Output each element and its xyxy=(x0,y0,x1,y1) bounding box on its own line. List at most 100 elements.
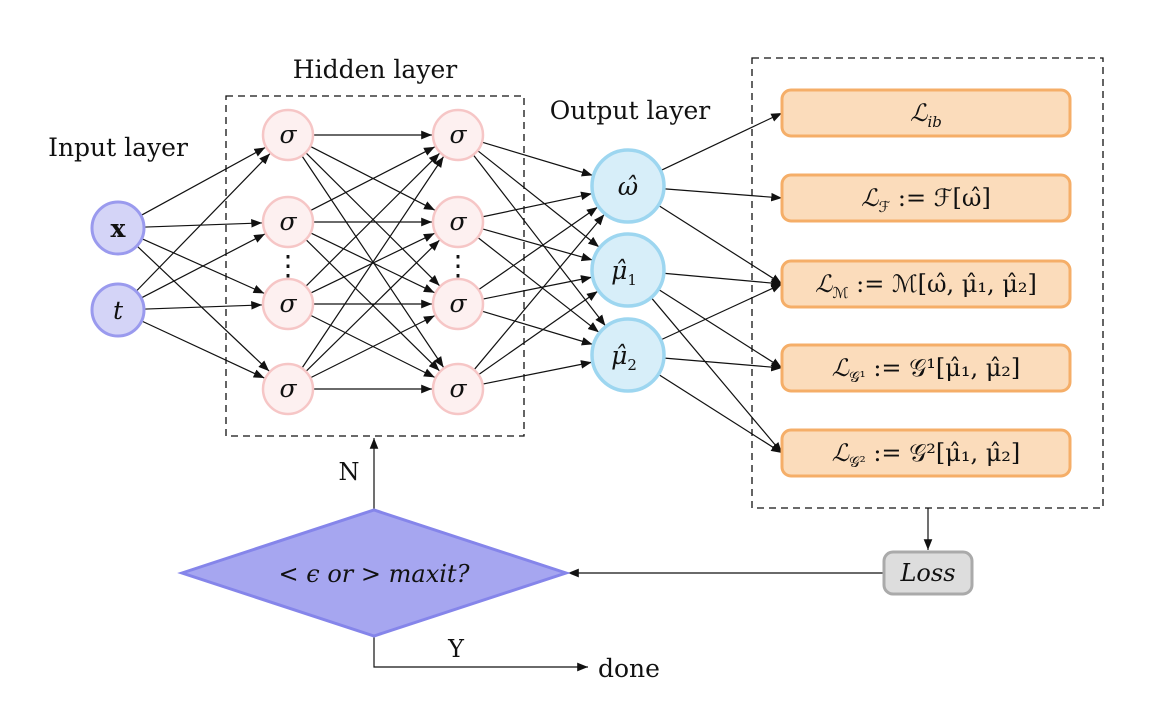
edge-input-hidden xyxy=(141,233,266,299)
output-node-mu1-label: μ̂ xyxy=(611,256,627,285)
edge-hidden-output xyxy=(483,191,592,218)
edge-hidden-hidden xyxy=(306,239,440,372)
svg-text:ℒℱ := ℱ[ω̂]: ℒℱ := ℱ[ω̂] xyxy=(861,184,991,216)
svg-text:μ̂1: μ̂1 xyxy=(611,256,637,289)
input-node-t: t xyxy=(90,282,146,338)
sigma-label: σ xyxy=(449,207,467,236)
edge-output-loss xyxy=(664,357,783,372)
loss-node: Loss xyxy=(882,550,974,596)
hidden-layer-box xyxy=(225,95,525,437)
sigma-label: σ xyxy=(449,289,467,318)
hidden-ellipsis-col2: ⋮ xyxy=(444,249,472,282)
edge-hidden-output xyxy=(479,206,598,290)
svg-text:ℒℳ := ℳ[ω̂, μ̂₁, μ̂₂]: ℒℳ := ℳ[ω̂, μ̂₁, μ̂₂] xyxy=(815,270,1037,302)
hidden-node: σ xyxy=(431,195,485,249)
loss-g2-sub: 𝒢² xyxy=(849,453,866,471)
sigma-label: σ xyxy=(449,120,467,149)
loss-g1-rest: := 𝒢¹[μ̂₁, μ̂₂] xyxy=(866,354,1021,382)
loss-g1-main: ℒ xyxy=(832,354,850,382)
sigma-label: σ xyxy=(279,289,297,318)
loss-f-rest: := ℱ[ω̂] xyxy=(890,184,991,212)
loss-ib-main: ℒ xyxy=(910,99,928,127)
svg-text:μ̂2: μ̂2 xyxy=(611,341,637,374)
edge-hidden-hidden xyxy=(301,156,445,368)
loss-node-label: Loss xyxy=(899,559,955,587)
loss-box-m: ℒℳ := ℳ[ω̂, μ̂₁, μ̂₂] xyxy=(780,259,1072,309)
edge-hidden-output xyxy=(477,150,600,248)
decision-label: < ϵ or > maxit? xyxy=(279,560,470,588)
edge-output-loss xyxy=(651,297,783,454)
edge-hidden-output xyxy=(483,360,592,385)
edge-output-loss xyxy=(661,283,783,341)
hidden-node: σ xyxy=(431,362,485,416)
edge-hidden-output xyxy=(478,237,600,333)
loss-m-rest: := ℳ[ω̂, μ̂₁, μ̂₂] xyxy=(848,270,1036,298)
edge-input-hidden xyxy=(142,320,265,379)
edge-decision-yes xyxy=(373,636,588,672)
edge-hidden-hidden xyxy=(306,152,440,287)
hidden-layer-label: Hidden layer xyxy=(293,55,457,84)
edge-hidden-hidden xyxy=(310,146,436,211)
input-node-x: x xyxy=(90,200,146,256)
input-node-x-label: x xyxy=(111,214,127,243)
edge-hidden-output xyxy=(482,228,593,262)
svg-text:ℒib: ℒib xyxy=(910,99,942,131)
sigma-label: σ xyxy=(279,374,297,403)
output-node-mu1-sub: 1 xyxy=(627,271,637,289)
output-node-omega: ω̂ xyxy=(590,148,666,224)
edge-input-hidden xyxy=(144,300,263,310)
edge-input-hidden xyxy=(141,146,266,216)
loss-ib-sub: ib xyxy=(927,113,941,131)
edge-input-hidden xyxy=(136,153,271,292)
network-edges xyxy=(136,112,933,672)
loss-f-main: ℒ xyxy=(861,184,879,212)
input-node-t-label: t xyxy=(113,296,124,325)
output-node-mu2-label: μ̂ xyxy=(611,341,627,370)
loss-box-ib: ℒib xyxy=(780,88,1072,138)
edge-output-loss xyxy=(661,112,783,171)
output-node-mu2: μ̂2 xyxy=(590,317,666,393)
svg-text:ℒ𝒢² := 𝒢²[μ̂₁, μ̂₂]: ℒ𝒢² := 𝒢²[μ̂₁, μ̂₂] xyxy=(832,439,1021,471)
output-node-mu2-sub: 2 xyxy=(627,356,637,374)
edge-hidden-hidden xyxy=(310,315,436,378)
hidden-ellipsis-col1: ⋮ xyxy=(274,249,302,282)
loss-group-box xyxy=(751,57,1104,509)
loss-g1-sub: 𝒢¹ xyxy=(849,368,866,386)
hidden-node: σ xyxy=(261,108,315,162)
edge-output-loss xyxy=(658,374,783,454)
done-label: done xyxy=(598,654,660,683)
hidden-node: σ xyxy=(431,108,485,162)
loss-box-g2: ℒ𝒢² := 𝒢²[μ̂₁, μ̂₂] xyxy=(780,428,1072,478)
loss-m-main: ℒ xyxy=(815,270,833,298)
edge-hidden-output xyxy=(483,275,592,300)
input-layer-label: Input layer xyxy=(48,133,188,162)
edge-hidden-output xyxy=(482,141,593,177)
output-layer-label: Output layer xyxy=(550,96,711,125)
decision-diamond: < ϵ or > maxit? xyxy=(177,508,571,638)
loss-g2-rest: := 𝒢²[μ̂₁, μ̂₂] xyxy=(866,439,1021,467)
edge-hidden-output xyxy=(474,213,605,370)
loss-box-f: ℒℱ := ℱ[ω̂] xyxy=(780,173,1072,223)
edge-hidden-output xyxy=(482,310,593,346)
edge-output-loss xyxy=(658,289,783,369)
hidden-node: σ xyxy=(261,277,315,331)
edge-output-loss xyxy=(664,188,783,202)
hidden-node: σ xyxy=(261,195,315,249)
output-node-mu1: μ̂1 xyxy=(590,232,666,308)
edge-input-hidden xyxy=(144,218,263,228)
output-node-omega-label: ω̂ xyxy=(618,172,638,201)
edge-output-loss xyxy=(664,272,783,288)
hidden-nodes: σ σ σ σ σ σ σ σ xyxy=(261,108,485,416)
sigma-label: σ xyxy=(449,374,467,403)
svg-text:ℒ𝒢¹ := 𝒢¹[μ̂₁, μ̂₂]: ℒ𝒢¹ := 𝒢¹[μ̂₁, μ̂₂] xyxy=(832,354,1021,386)
hidden-node: σ xyxy=(261,362,315,416)
loss-box-g1: ℒ𝒢¹ := 𝒢¹[μ̂₁, μ̂₂] xyxy=(780,343,1072,393)
hidden-node: σ xyxy=(431,277,485,331)
decision-no-label: N xyxy=(339,458,360,486)
loss-m-sub: ℳ xyxy=(832,284,848,302)
edge-hidden-output xyxy=(473,155,606,327)
loss-g2-main: ℒ xyxy=(832,439,850,467)
sigma-label: σ xyxy=(279,120,297,149)
loss-f-sub: ℱ xyxy=(878,198,890,216)
